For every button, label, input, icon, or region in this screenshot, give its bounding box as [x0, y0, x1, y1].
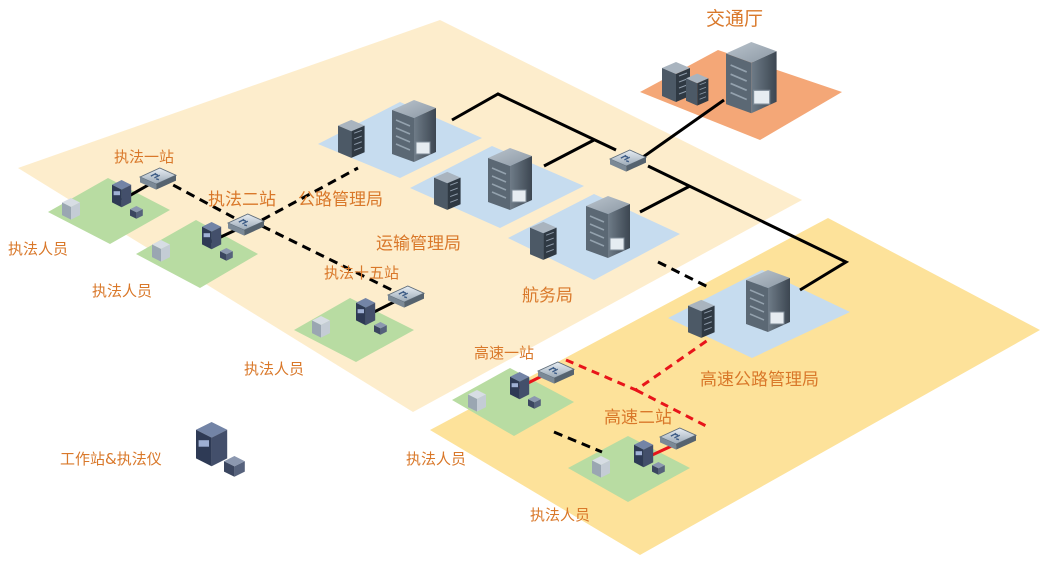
backbone-links: [451, 92, 850, 292]
switch-icon: [536, 361, 576, 384]
officer-label-2: 执法人员: [92, 282, 153, 300]
switch-icon: [386, 285, 426, 308]
terminal-icon: [592, 456, 610, 478]
law-device-icon: [528, 396, 541, 409]
law-device-icon: [224, 456, 245, 477]
server-icon: [586, 196, 630, 258]
workstation-icon: [634, 440, 654, 468]
officer-tile-3: [294, 298, 414, 362]
law-device-icon: [220, 248, 233, 261]
law-device-icon: [130, 206, 143, 219]
terminal-icon: [152, 240, 170, 262]
officer-label-3: 执法人员: [244, 360, 305, 378]
officer-tile-2: [136, 220, 258, 288]
transport-dept-label: 交通厅: [706, 8, 764, 30]
expressway-admin-label: 高速公路管理局: [700, 370, 819, 390]
terminal-icon: [62, 198, 80, 220]
officer-label-5: 执法人员: [530, 506, 591, 524]
workstation-icon: [510, 372, 530, 400]
workstation-icon: [356, 298, 376, 326]
dashed-links: [159, 166, 711, 454]
switch-icon: [608, 149, 648, 172]
station-1-label: 执法一站: [114, 148, 175, 166]
station-2-label: 执法二站: [208, 190, 276, 210]
transport-admin-label: 运输管理局: [376, 234, 461, 254]
highway-admin-label: 公路管理局: [298, 190, 383, 210]
officer-label-1: 执法人员: [8, 240, 69, 258]
office-building-icon: [338, 119, 365, 158]
terminal-icon: [312, 316, 330, 338]
terminal-icon: [468, 390, 486, 412]
expressway-dashed-links: [565, 338, 711, 430]
server-icon: [726, 42, 777, 114]
officer-tile-1: [48, 178, 170, 244]
office-building-icon: [686, 73, 709, 106]
officer-label-4: 执法人员: [406, 450, 467, 468]
icons-layer: [62, 42, 790, 478]
law-device-icon: [374, 322, 387, 335]
office-building-icon: [434, 171, 461, 210]
switch-icon: [138, 167, 178, 190]
main-zone: [18, 20, 802, 412]
switch-icon: [226, 213, 266, 236]
shipping-bureau-label: 航务局: [522, 286, 573, 306]
office-building-icon: [688, 299, 715, 338]
workstation-icon: [112, 180, 132, 208]
server-icon: [746, 270, 790, 332]
workstation-icon: [202, 222, 222, 250]
exp-station-2-label: 高速二站: [604, 408, 672, 428]
officer-tile-4: [452, 368, 574, 436]
exp-station-1-label: 高速一站: [474, 344, 535, 362]
switch-icon: [658, 427, 698, 450]
server-icon: [488, 148, 532, 210]
office-building-icon: [662, 62, 690, 102]
server-icon: [392, 100, 436, 162]
station-15-label: 执法十五站: [324, 264, 400, 282]
office-building-icon: [530, 221, 557, 260]
legend-label: 工作站&执法仪: [60, 450, 162, 468]
workstation-icon: [196, 422, 228, 467]
